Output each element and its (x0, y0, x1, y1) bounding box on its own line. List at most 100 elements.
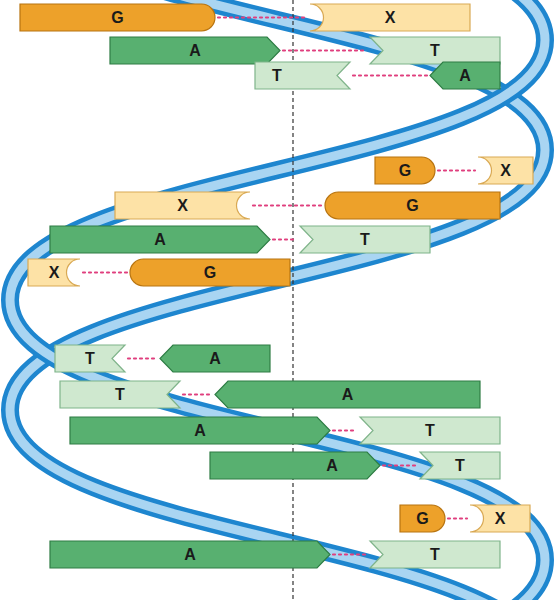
base-fill (360, 417, 500, 444)
base-shape: A (110, 37, 280, 64)
base-shape: A (160, 345, 270, 372)
base-fill (370, 37, 500, 64)
base-fill (215, 381, 480, 408)
hydrogen-bond (448, 517, 467, 519)
base-shape: T (255, 62, 350, 89)
base-shape: T (370, 541, 500, 568)
base-letter: G (204, 264, 216, 282)
base-fill (430, 62, 500, 89)
base-letter: G (406, 197, 418, 215)
base-fill (255, 62, 350, 89)
base-shape: A (70, 417, 330, 444)
backbone-strand (10, 0, 545, 600)
hydrogen-bond (83, 271, 127, 273)
base-shape: A (210, 452, 380, 479)
base-shape: G (375, 157, 435, 184)
hydrogen-bond (353, 74, 427, 76)
base-letter: T (360, 231, 370, 249)
base-fill (400, 505, 445, 532)
base-fill (478, 157, 533, 184)
base-letter: A (184, 546, 196, 564)
base-shape: A (50, 226, 270, 253)
hydrogen-bond (333, 429, 357, 431)
base-letter: G (111, 9, 123, 27)
base-shape: X (115, 192, 250, 219)
base-letter: A (326, 457, 338, 475)
base-letter: T (455, 457, 465, 475)
base-shape: T (360, 417, 500, 444)
base-letter: X (495, 510, 506, 528)
base-fill (50, 226, 270, 253)
base-letter: T (272, 67, 282, 85)
base-shape: X (310, 4, 470, 31)
base-shape: A (50, 541, 330, 568)
base-shape: T (55, 345, 125, 372)
base-fill (28, 259, 80, 286)
hydrogen-bond (333, 553, 367, 555)
base-shape: T (300, 226, 430, 253)
hydrogen-bond (183, 393, 212, 395)
base-fill (20, 4, 215, 31)
base-letter: T (430, 546, 440, 564)
hydrogen-bond (438, 169, 475, 171)
base-fill (160, 345, 270, 372)
hydrogen-bond (253, 204, 322, 206)
base-shape: X (470, 505, 530, 532)
base-shape: A (215, 381, 480, 408)
base-outline (255, 62, 350, 89)
base-shape: T (60, 381, 180, 408)
base-shape: X (28, 259, 80, 286)
base-letter: X (177, 197, 188, 215)
base-fill (115, 192, 250, 219)
hydrogen-bond (283, 49, 367, 51)
base-letter: T (425, 422, 435, 440)
base-outline (210, 452, 380, 479)
base-letter: A (209, 350, 221, 368)
base-fill (50, 541, 330, 568)
base-fill (310, 4, 470, 31)
axis-line (292, 0, 293, 600)
base-fill (470, 505, 530, 532)
backbone-strand (10, 0, 545, 600)
hydrogen-bond (218, 16, 307, 18)
base-letter: T (115, 386, 125, 404)
base-fill (300, 226, 430, 253)
base-letter: G (416, 510, 428, 528)
base-letter: G (399, 162, 411, 180)
hydrogen-bond (273, 238, 297, 240)
base-letter: A (189, 42, 201, 60)
base-letter: X (49, 264, 60, 282)
base-fill (210, 452, 380, 479)
base-shape: T (370, 37, 500, 64)
hydrogen-bond (128, 357, 157, 359)
base-fill (420, 452, 500, 479)
base-fill (130, 259, 290, 286)
base-fill (370, 541, 500, 568)
base-letter: X (500, 162, 511, 180)
base-fill (375, 157, 435, 184)
base-shape: X (478, 157, 533, 184)
base-shape: A (430, 62, 500, 89)
base-shape: G (400, 505, 445, 532)
base-shape: G (325, 192, 500, 219)
base-shape: G (130, 259, 290, 286)
base-letter: A (154, 231, 166, 249)
backbone-strand (10, 0, 545, 600)
base-fill (70, 417, 330, 444)
hydrogen-bond (383, 464, 417, 466)
base-fill (55, 345, 125, 372)
base-letter: T (430, 42, 440, 60)
base-letter: A (342, 386, 354, 404)
base-letter: A (459, 67, 471, 85)
base-letter: X (385, 9, 396, 27)
base-letter: A (194, 422, 206, 440)
base-fill (60, 381, 180, 408)
base-fill (110, 37, 280, 64)
base-letter: T (85, 350, 95, 368)
base-shape: T (420, 452, 500, 479)
backbone-strand (10, 0, 545, 600)
base-fill (325, 192, 500, 219)
